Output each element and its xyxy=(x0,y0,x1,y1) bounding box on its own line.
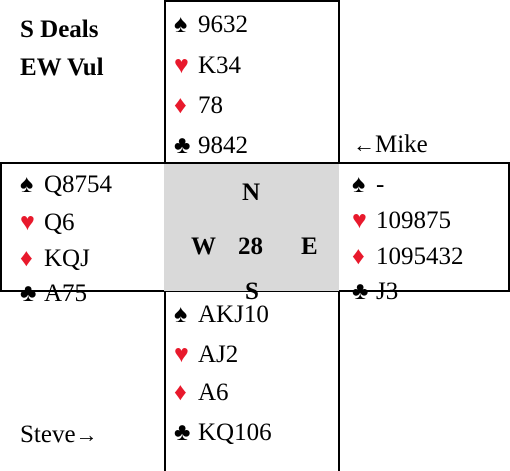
east-diamonds: ♦1095432 xyxy=(352,243,464,270)
spade-icon: ♠ xyxy=(352,171,366,198)
east-clubs: ♣J3 xyxy=(352,278,399,305)
diamond-icon: ♦ xyxy=(20,245,33,272)
vulnerability-label: EW Vul xyxy=(20,54,104,81)
arrow-left-icon: ← xyxy=(353,132,375,157)
diamond-icon: ♦ xyxy=(352,243,365,270)
south-player-note: Steve→ xyxy=(20,420,98,450)
club-icon: ♣ xyxy=(174,419,191,446)
middle-band-left xyxy=(0,162,2,292)
south-diamonds: ♦A6 xyxy=(174,379,229,406)
diamond-icon: ♦ xyxy=(174,379,187,406)
heart-icon: ♥ xyxy=(174,341,189,368)
heart-icon: ♥ xyxy=(174,52,189,79)
compass-south: S xyxy=(245,278,259,305)
south-box-right xyxy=(338,290,340,471)
south-box-left xyxy=(164,290,166,471)
compass-west: W xyxy=(191,233,216,260)
south-spades: ♠AKJ10 xyxy=(174,301,269,328)
arrow-right-icon: → xyxy=(75,422,98,447)
north-hearts: ♥K34 xyxy=(174,52,242,79)
north-box-right xyxy=(338,0,340,164)
east-player-note: ←Mike xyxy=(353,130,428,160)
east-hearts: ♥109875 xyxy=(352,207,451,234)
north-spades: ♠9632 xyxy=(174,11,248,38)
spade-icon: ♠ xyxy=(20,171,34,198)
board-number: 28 xyxy=(238,233,263,260)
club-icon: ♣ xyxy=(20,280,37,307)
west-diamonds: ♦KQJ xyxy=(20,245,90,272)
west-spades: ♠Q8754 xyxy=(20,171,113,198)
club-icon: ♣ xyxy=(352,278,369,305)
compass-north: N xyxy=(242,179,261,206)
compass-panel xyxy=(164,164,339,291)
east-player-name: Mike xyxy=(375,131,428,158)
south-hearts: ♥AJ2 xyxy=(174,341,239,368)
dealer-label: S Deals xyxy=(20,16,99,43)
spade-icon: ♠ xyxy=(174,11,188,38)
west-clubs: ♣A75 xyxy=(20,280,88,307)
east-spades: ♠- xyxy=(352,171,385,198)
north-box-top xyxy=(164,0,340,2)
north-box-left xyxy=(164,0,166,164)
middle-band-right xyxy=(508,162,510,292)
heart-icon: ♥ xyxy=(352,207,367,234)
compass-east: E xyxy=(301,233,318,260)
north-diamonds: ♦78 xyxy=(174,92,223,119)
north-clubs: ♣9842 xyxy=(174,132,248,159)
south-clubs: ♣KQ106 xyxy=(174,419,272,446)
middle-band-bottom xyxy=(0,290,510,292)
heart-icon: ♥ xyxy=(20,209,35,236)
south-player-name: Steve xyxy=(20,421,76,448)
diamond-icon: ♦ xyxy=(174,92,187,119)
spade-icon: ♠ xyxy=(174,301,188,328)
west-hearts: ♥Q6 xyxy=(20,209,75,236)
middle-band-top xyxy=(0,162,510,164)
club-icon: ♣ xyxy=(174,132,191,159)
